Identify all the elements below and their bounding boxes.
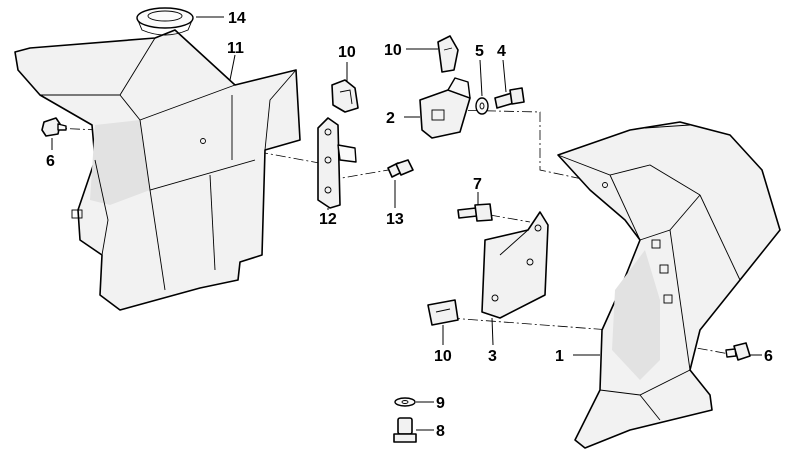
- screw-13: [387, 159, 414, 178]
- washer-5: [475, 97, 489, 115]
- callout-4: 4: [497, 43, 506, 60]
- callout-6-left: 6: [46, 153, 55, 170]
- side-panel-left: [14, 29, 301, 311]
- bracket-3: [481, 211, 549, 319]
- callout-10-lower: 10: [434, 348, 452, 365]
- screw-8: [393, 417, 417, 443]
- callout-12: 12: [319, 211, 337, 228]
- callout-7: 7: [473, 176, 482, 193]
- callout-2: 2: [386, 110, 395, 127]
- callout-11: 11: [227, 40, 244, 57]
- bracket-plate: [317, 117, 357, 209]
- leader-lines: [51, 16, 762, 431]
- grommet: [136, 7, 194, 36]
- callout-10-top: 10: [338, 44, 356, 61]
- callout-1: 1: [555, 348, 564, 365]
- clip-nut-upper: [437, 35, 459, 73]
- clip-nut-top: [331, 79, 359, 113]
- bolt-4: [494, 87, 525, 109]
- callout-10-upper: 10: [384, 42, 402, 59]
- washer-9: [394, 397, 416, 407]
- bracket-2: [419, 77, 471, 139]
- bolt-7: [457, 203, 493, 222]
- callout-labels: 14 11 6 10 12 13 10 2 5 4 7 10 3 1 6 9 8: [46, 10, 773, 440]
- callout-6-right: 6: [764, 348, 773, 365]
- callout-5: 5: [475, 43, 484, 60]
- push-rivet-right: [725, 342, 751, 361]
- callout-14: 14: [228, 10, 246, 27]
- clip-nut-lower: [427, 299, 459, 326]
- callout-13: 13: [386, 211, 404, 228]
- callout-8: 8: [436, 423, 445, 440]
- side-panel-right: [557, 121, 781, 449]
- callout-3: 3: [488, 348, 497, 365]
- push-rivet-left: [41, 117, 67, 137]
- callout-9: 9: [436, 395, 445, 412]
